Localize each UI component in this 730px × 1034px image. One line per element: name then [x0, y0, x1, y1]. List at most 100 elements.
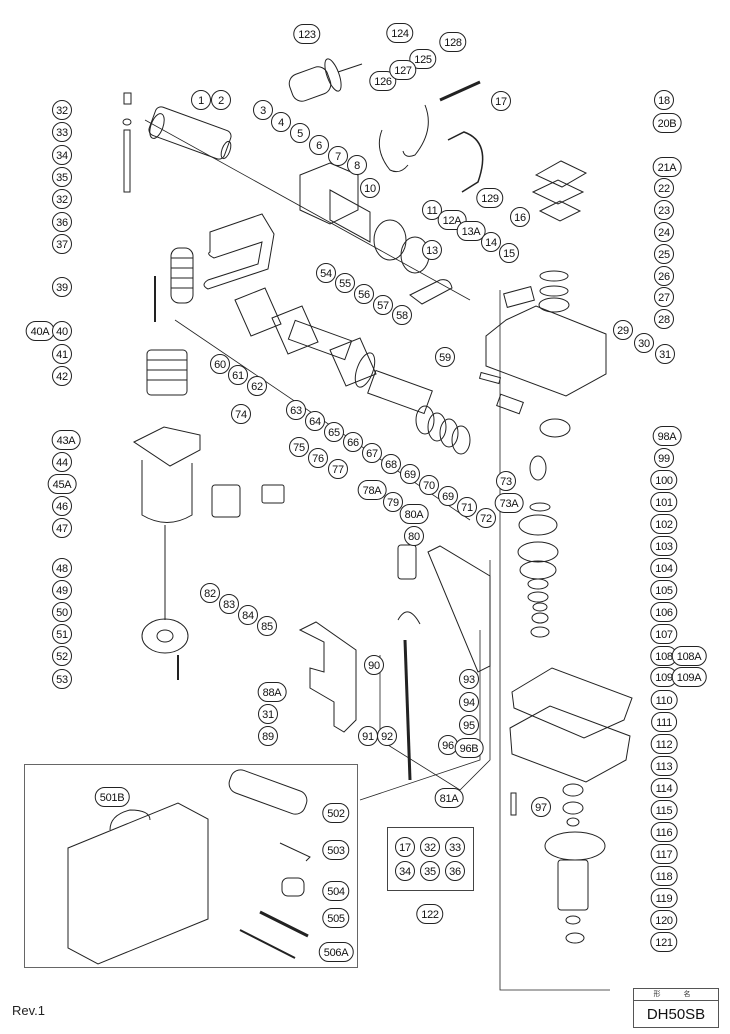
part-callout-27: 27	[654, 287, 674, 307]
part-callout-2: 2	[211, 90, 231, 110]
part-callout-55: 55	[335, 273, 355, 293]
part-callout-104: 104	[650, 558, 678, 578]
part-callout-115: 115	[650, 800, 678, 820]
part-callout-77: 77	[328, 459, 348, 479]
part-callout-64: 64	[305, 411, 325, 431]
part-callout-69: 69	[400, 464, 420, 484]
side-handle-drawing	[288, 58, 363, 102]
fan-guide-drawing	[141, 525, 189, 680]
gear-stack-drawing	[517, 418, 571, 638]
part-callout-96b: 96B	[454, 738, 484, 758]
part-callout-56: 56	[354, 284, 374, 304]
part-callout-7: 7	[328, 146, 348, 166]
part-callout-21a: 21A	[652, 157, 682, 177]
part-callout-65: 65	[324, 422, 344, 442]
part-callout-66: 66	[343, 432, 363, 452]
part-callout-62: 62	[247, 376, 267, 396]
part-callout-6: 6	[309, 135, 329, 155]
kit-122-box	[387, 827, 474, 891]
revision-label: Rev.1	[12, 1003, 45, 1018]
part-callout-25: 25	[654, 244, 674, 264]
part-callout-108: 108	[650, 646, 678, 666]
part-callout-15: 15	[499, 243, 519, 263]
part-callout-3: 3	[253, 100, 273, 120]
part-callout-501b: 501B	[94, 787, 130, 807]
part-callout-58: 58	[392, 305, 412, 325]
part-callout-37: 37	[52, 234, 72, 254]
part-callout-53: 53	[52, 669, 72, 689]
part-callout-50: 50	[52, 602, 72, 622]
part-callout-95: 95	[459, 715, 479, 735]
part-callout-505: 505	[322, 908, 350, 928]
part-callout-117: 117	[650, 844, 678, 864]
part-callout-49: 49	[52, 580, 72, 600]
part-callout-504: 504	[322, 881, 350, 901]
part-callout-5: 5	[290, 123, 310, 143]
part-callout-28: 28	[654, 309, 674, 329]
part-callout-72: 72	[476, 508, 496, 528]
part-callout-125: 125	[409, 49, 437, 69]
part-callout-101: 101	[650, 492, 678, 512]
part-callout-33: 33	[52, 122, 72, 142]
title-block: 形 名 DH50SB	[633, 988, 719, 1028]
part-callout-29: 29	[613, 320, 633, 340]
part-callout-129: 129	[476, 188, 504, 208]
part-callout-112: 112	[650, 734, 678, 754]
part-callout-31: 31	[258, 704, 278, 724]
part-callout-63: 63	[286, 400, 306, 420]
bar-and-screws-drawing	[122, 92, 132, 193]
part-callout-107: 107	[650, 624, 678, 644]
part-callout-51: 51	[52, 624, 72, 644]
part-callout-18: 18	[654, 90, 674, 110]
part-callout-8: 8	[347, 155, 367, 175]
part-callout-111: 111	[651, 712, 677, 732]
part-callout-127: 127	[389, 60, 417, 80]
kit-member-callout-35: 35	[420, 861, 440, 881]
kit-member-callout-33: 33	[445, 837, 465, 857]
part-callout-105: 105	[650, 580, 678, 600]
housing-drawing	[133, 426, 201, 523]
part-callout-10: 10	[360, 178, 380, 198]
part-callout-13: 13	[422, 240, 442, 260]
part-callout-24: 24	[654, 222, 674, 242]
part-callout-76: 76	[308, 448, 328, 468]
part-callout-79: 79	[383, 492, 403, 512]
part-callout-39: 39	[52, 277, 72, 297]
part-callout-502: 502	[322, 803, 350, 823]
part-callout-503: 503	[322, 840, 350, 860]
kit-member-callout-32: 32	[420, 837, 440, 857]
part-callout-124: 124	[386, 23, 414, 43]
part-callout-106: 106	[650, 602, 678, 622]
part-callout-34: 34	[52, 145, 72, 165]
part-callout-40: 40	[52, 321, 72, 341]
part-callout-22: 22	[654, 178, 674, 198]
part-callout-68: 68	[381, 454, 401, 474]
part-callout-75: 75	[289, 437, 309, 457]
part-callout-13a: 13A	[456, 221, 486, 241]
part-callout-128: 128	[439, 32, 467, 52]
part-callout-70: 70	[419, 475, 439, 495]
part-callout-110: 110	[650, 690, 678, 710]
part-callout-20b: 20B	[652, 113, 682, 133]
part-callout-57: 57	[373, 295, 393, 315]
part-callout-17: 17	[491, 91, 511, 111]
part-callout-100: 100	[650, 470, 678, 490]
part-callout-90: 90	[364, 655, 384, 675]
part-callout-43a: 43A	[51, 430, 81, 450]
part-callout-82: 82	[200, 583, 220, 603]
part-callout-73a: 73A	[494, 493, 524, 513]
part-callout-85: 85	[257, 616, 277, 636]
part-callout-59: 59	[435, 347, 455, 367]
part-callout-126: 126	[369, 71, 397, 91]
part-callout-91: 91	[358, 726, 378, 746]
gear-cover-drawing	[509, 667, 633, 783]
cylinder-drawing	[234, 287, 471, 455]
part-callout-42: 42	[52, 366, 72, 386]
part-callout-26: 26	[654, 266, 674, 286]
part-callout-31: 31	[655, 344, 675, 364]
accessory-drawings	[67, 769, 311, 965]
part-callout-94: 94	[459, 692, 479, 712]
part-callout-16: 16	[510, 207, 530, 227]
